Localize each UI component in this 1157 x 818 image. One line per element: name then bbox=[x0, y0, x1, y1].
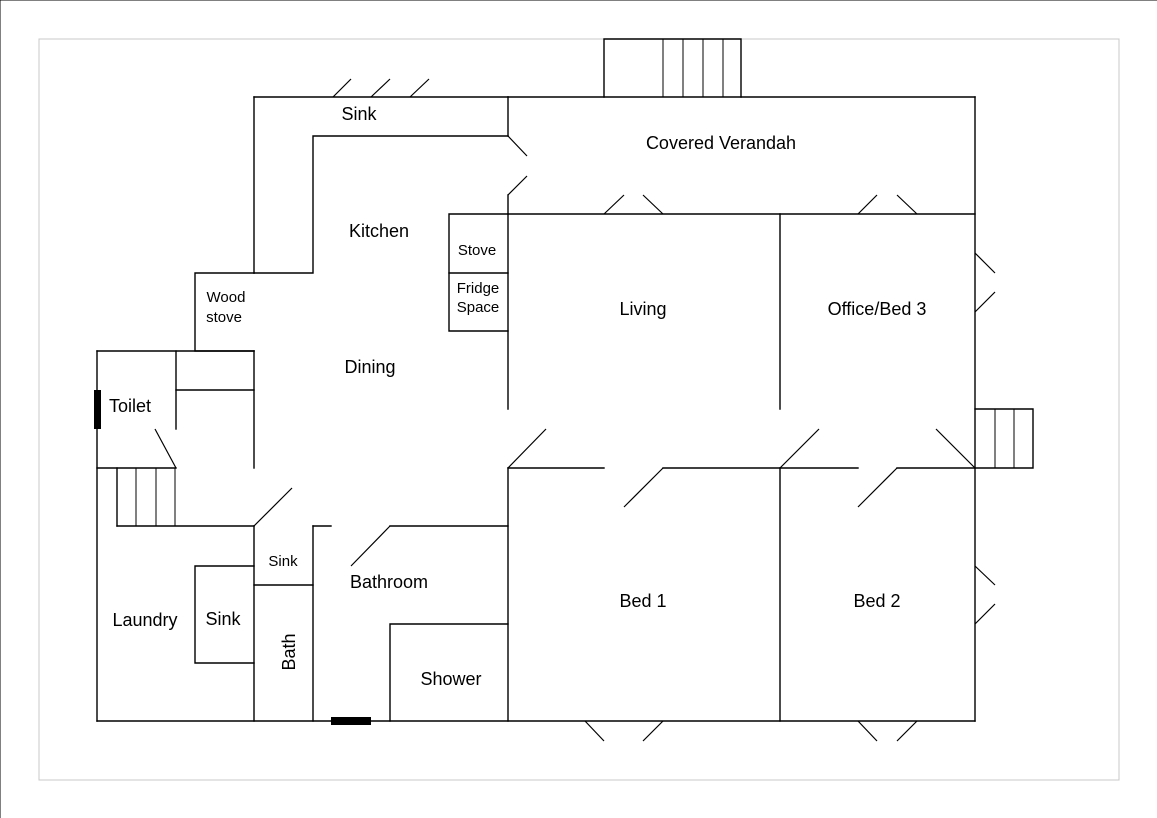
bathroom-door-marker bbox=[331, 717, 371, 725]
label-toilet: Toilet bbox=[109, 396, 151, 416]
label-bathroom: Bathroom bbox=[350, 572, 428, 592]
label-sink-laundry: Sink bbox=[205, 609, 241, 629]
label-bed2: Bed 2 bbox=[853, 591, 900, 611]
walls bbox=[96, 96, 976, 722]
label-wood-stove-line1: Wood bbox=[207, 289, 246, 306]
label-bath: Bath bbox=[279, 633, 299, 670]
laundry-stairs bbox=[116, 467, 176, 527]
label-wood-stove-line2: stove bbox=[206, 309, 242, 326]
toilet-door-marker bbox=[94, 390, 101, 429]
label-living: Living bbox=[619, 299, 666, 319]
label-bed1: Bed 1 bbox=[619, 591, 666, 611]
right-stairs bbox=[974, 408, 1034, 469]
label-stove: Stove bbox=[458, 242, 496, 259]
label-kitchen: Kitchen bbox=[349, 221, 409, 241]
label-office-bed3: Office/Bed 3 bbox=[828, 299, 927, 319]
drawing-frame bbox=[38, 38, 1120, 781]
label-dining: Dining bbox=[344, 357, 395, 377]
label-covered-verandah: Covered Verandah bbox=[646, 133, 796, 153]
label-fridge-line2: Space bbox=[457, 299, 500, 316]
top-stairs bbox=[603, 38, 742, 98]
label-fridge-line1: Fridge bbox=[457, 280, 500, 297]
label-sink-top: Sink bbox=[341, 104, 377, 124]
door-swings bbox=[154, 78, 996, 742]
label-laundry: Laundry bbox=[112, 610, 177, 630]
label-sink-bath: Sink bbox=[268, 553, 298, 570]
label-shower: Shower bbox=[420, 669, 481, 689]
